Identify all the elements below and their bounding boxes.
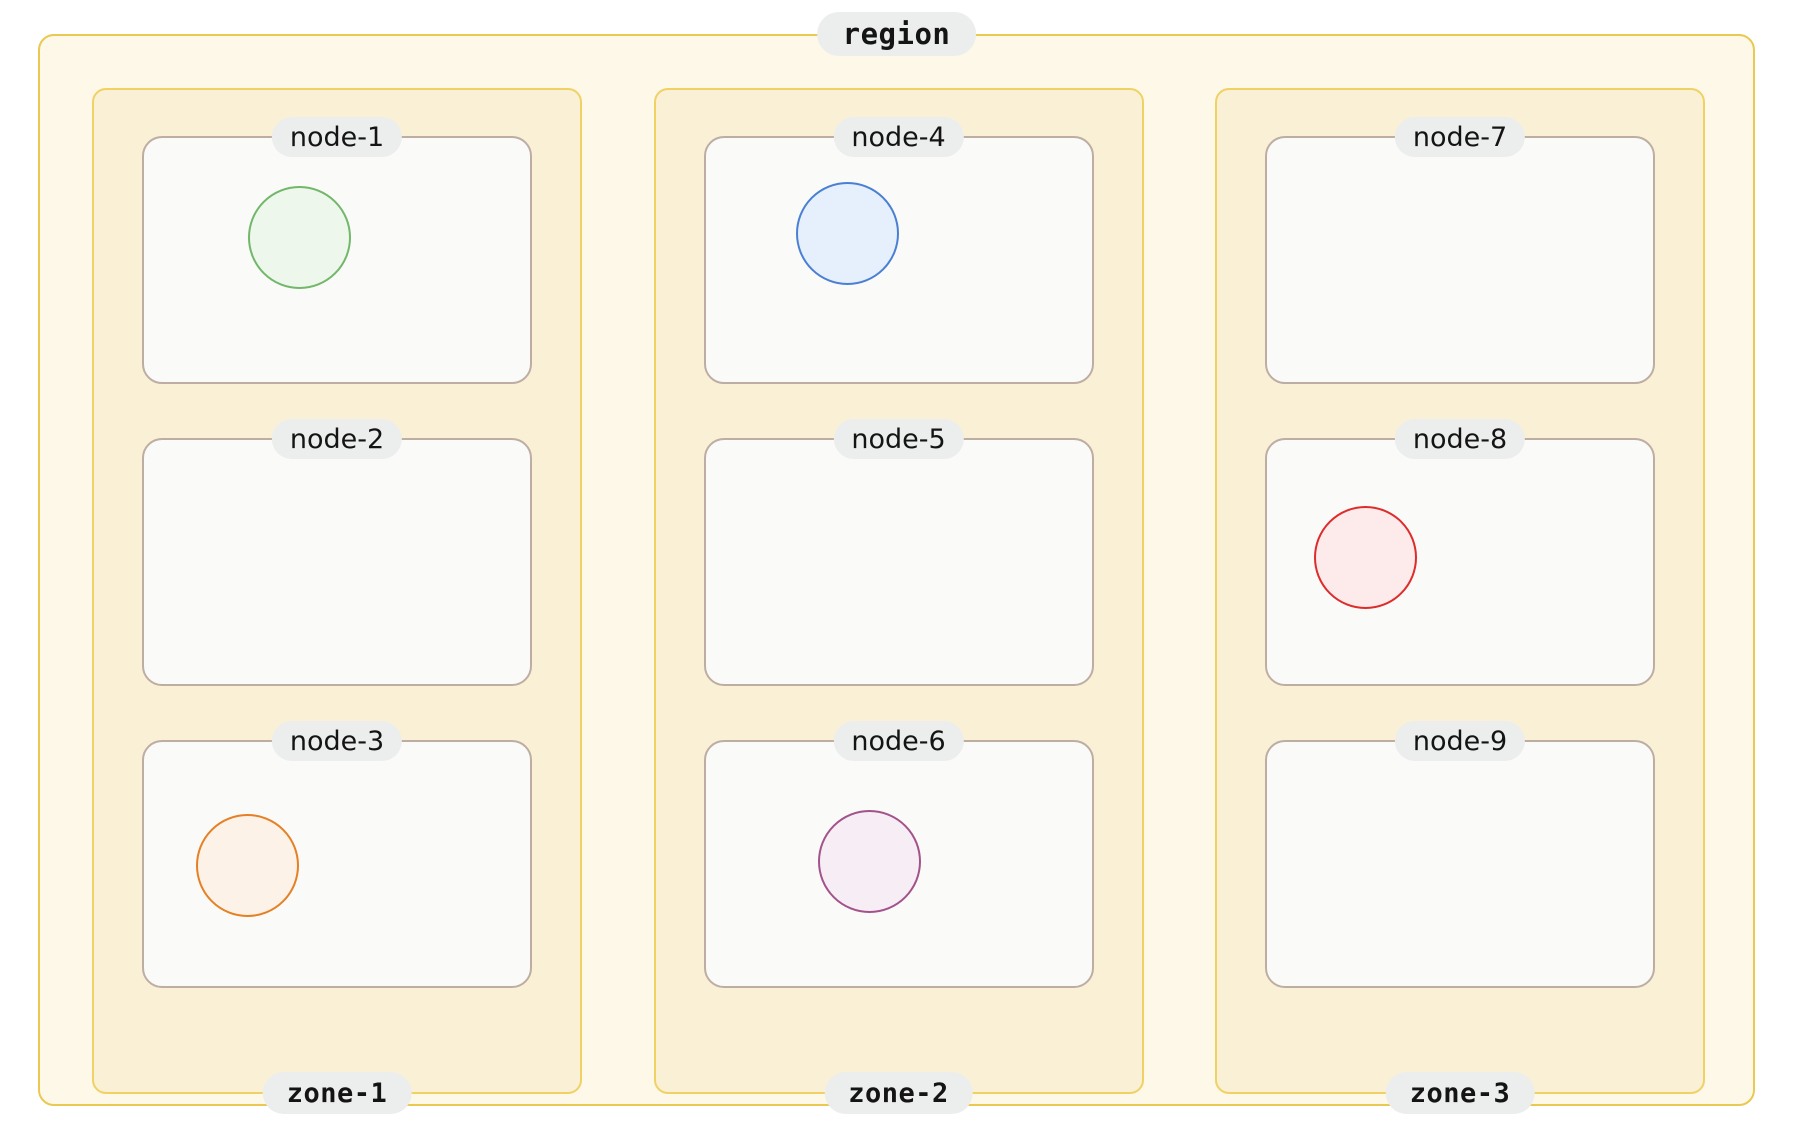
zone-label-2: zone-2 xyxy=(824,1072,973,1114)
node-box-3[interactable]: node-3 xyxy=(142,721,532,988)
node-box-7[interactable]: node-7 xyxy=(1265,117,1655,384)
node-box-4[interactable]: node-4 xyxy=(703,117,1094,384)
node-box-9[interactable]: node-9 xyxy=(1265,721,1655,988)
node-label-6: node-6 xyxy=(833,721,964,761)
zone-container-3[interactable]: node-7 node-8 node-9 zone-3 xyxy=(1215,88,1705,1114)
node-box-1[interactable]: node-1 xyxy=(142,117,532,384)
zone-container-1[interactable]: node-1 node-2 node-3 zone-1 xyxy=(92,88,582,1114)
node-box-6[interactable]: node-6 xyxy=(703,721,1094,988)
node-label-5: node-5 xyxy=(833,419,964,459)
node-circle-6 xyxy=(817,810,921,913)
node-circle-4 xyxy=(795,182,899,285)
zone-label-1: zone-1 xyxy=(262,1072,412,1114)
node-label-8: node-8 xyxy=(1394,419,1526,459)
node-circle-8 xyxy=(1314,506,1417,609)
zone-container-2[interactable]: node-4 node-5 node-6 zone-2 xyxy=(653,88,1144,1114)
region-container: region node-1 node-2 node-3 zone-1 node-… xyxy=(38,12,1755,1114)
node-circle-1 xyxy=(248,186,351,289)
node-box-5[interactable]: node-5 xyxy=(703,419,1094,686)
node-circle-3 xyxy=(196,814,299,917)
zones-row: node-1 node-2 node-3 zone-1 node-4 node-… xyxy=(92,88,1705,1114)
node-label-2: node-2 xyxy=(271,419,403,459)
node-label-4: node-4 xyxy=(833,117,964,157)
node-label-7: node-7 xyxy=(1394,117,1526,157)
node-box-2[interactable]: node-2 xyxy=(142,419,532,686)
node-box-8[interactable]: node-8 xyxy=(1265,419,1655,686)
node-label-3: node-3 xyxy=(271,721,403,761)
node-label-9: node-9 xyxy=(1394,721,1526,761)
zone-label-3: zone-3 xyxy=(1385,1072,1535,1114)
region-label: region xyxy=(816,12,977,56)
node-label-1: node-1 xyxy=(271,117,403,157)
